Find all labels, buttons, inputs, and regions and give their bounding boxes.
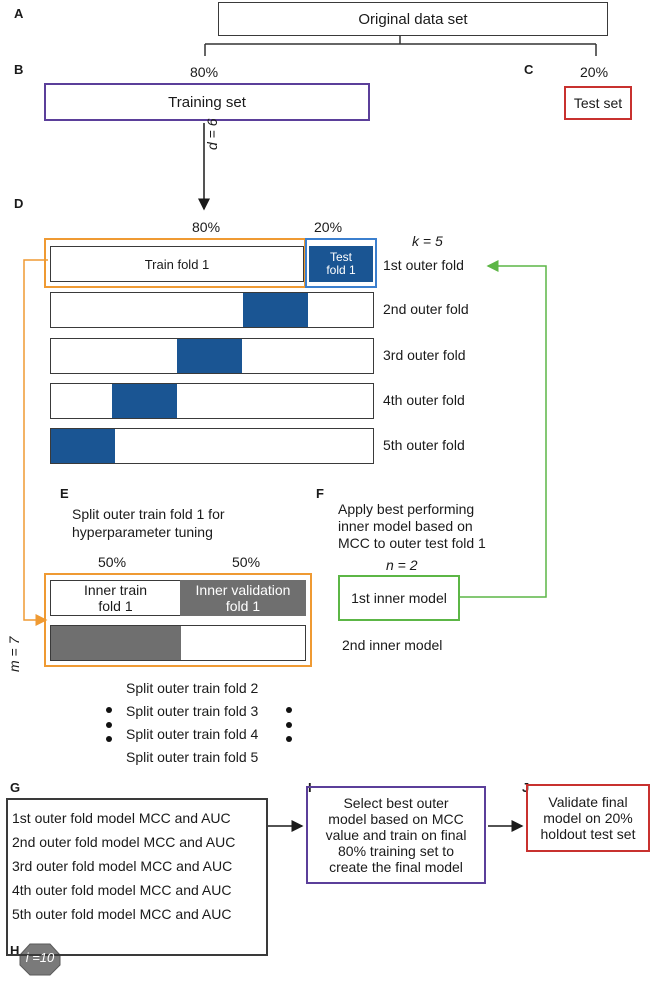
panel-label-d: D [14,196,24,211]
outer-fold-test-block-3 [177,339,242,373]
result-row: 3rd outer fold model MCC and AUC [12,858,233,874]
select-line2: model based on MCC [328,811,464,827]
select-line1: Select best outer [343,795,449,811]
panel-label-a: A [14,6,24,21]
first-inner-model-label: 1st inner model [351,590,447,606]
test-percentage: 20% [580,64,609,80]
inner-split-title-line1: Split outer train fold 1 for [72,506,225,522]
apply-line2: inner model based on [338,518,473,534]
validate-line3: holdout test set [540,826,636,842]
result-row: 2nd outer fold model MCC and AUC [12,834,236,850]
outer-fold-test-block-2 [243,293,308,327]
outer-test-percentage: 20% [314,219,343,235]
result-row: 1st outer fold model MCC and AUC [12,810,231,826]
panel-label-b: B [14,62,24,77]
split-label-5: Split outer train fold 5 [126,749,259,765]
panel-label-g: G [10,780,21,795]
training-set-box: Training set [44,83,370,121]
validate-line2: model on 20% [543,810,633,826]
outer-fold-label-1: 1st outer fold [383,257,464,273]
original-data-set-box: Original data set [218,2,608,36]
apply-line3: MCC to outer test fold 1 [338,535,486,551]
select-line3: value and train on final [325,827,467,843]
inner-to-outer-arrow [460,260,547,598]
ellipsis-dot [106,707,112,713]
ellipsis-dot [106,736,112,742]
result-row: 5th outer fold model MCC and AUC [12,906,232,922]
outer-fold-bar-4 [50,383,374,419]
ellipsis-dot [286,722,292,728]
m-loop-arrow [23,259,48,626]
split-label-3: Split outer train fold 3 [126,703,259,719]
inner-split-frame [44,573,312,667]
select-line5: create the final model [329,859,463,875]
test-set-label: Test set [573,95,623,111]
select-line4: 80% training set to [338,843,454,859]
outer-fold-bar-2 [50,292,374,328]
panel-label-j: J [522,780,530,795]
training-set-label: Training set [168,93,246,111]
iteration-label: i =10 [20,950,60,965]
ellipsis-dot [106,722,112,728]
second-inner-model-label: 2nd inner model [342,637,443,653]
inner-validation-fold-line2: fold 1 [225,598,261,614]
panel-label-h: H [10,943,20,958]
split-bracket [204,36,597,56]
inner-val-percentage: 50% [232,554,261,570]
outer-test-fold-frame [305,238,377,288]
apply-best-model-text: Apply best performing inner model based … [338,501,486,552]
inner-split-title: Split outer train fold 1 for hyperparame… [72,505,225,541]
m-parameter-label: m = 7 [6,636,22,672]
inner-validation-fold-line1: Inner validation [195,582,291,598]
d-parameter-label: d = 6 [204,118,220,150]
validate-line1: Validate final [548,794,628,810]
first-inner-model-box: 1st inner model [338,575,460,621]
inner-train-fold-line2: fold 1 [98,598,133,614]
outer-fold-label-3: 3rd outer fold [383,347,466,363]
inner-validation-fold: Inner validation fold 1 [180,580,306,616]
outer-fold-test-block-5 [51,429,115,463]
outer-fold-label-5: 5th outer fold [383,437,465,453]
k-parameter-label: k = 5 [412,233,443,249]
iteration-octagon [19,943,61,976]
validate-final-model-box: Validate final model on 20% holdout test… [526,784,650,852]
result-row: 4th outer fold model MCC and AUC [12,882,232,898]
outer-test-fold-1-line2: fold 1 [326,263,356,277]
panel-label-e: E [60,486,69,501]
results-box: 1st outer fold model MCC and AUC 2nd out… [6,798,268,956]
outer-train-fold-1: Train fold 1 [50,246,304,282]
outer-train-fold-1-label: Train fold 1 [144,256,210,272]
apply-line1: Apply best performing [338,501,475,517]
n-parameter-label: n = 2 [386,557,418,573]
test-set-box: Test set [564,86,632,120]
inner-fold-bar-2 [50,625,306,661]
ellipsis-dot [286,736,292,742]
outer-train-percentage: 80% [192,219,221,235]
outer-fold-label-2: 2nd outer fold [383,301,469,317]
inner-train-percentage: 50% [98,554,127,570]
inner-train-fold: Inner train fold 1 [50,580,180,616]
inner-split-title-line2: hyperparameter tuning [72,524,213,540]
outer-fold-bar-3 [50,338,374,374]
iteration-label-text: i =10 [25,950,55,965]
outer-fold-label-4: 4th outer fold [383,392,465,408]
ellipsis-dot [286,707,292,713]
outer-test-fold-1-line1: Test [329,250,352,264]
panel-label-f: F [316,486,324,501]
train-percentage: 80% [190,64,219,80]
outer-fold-test-block-4 [112,384,177,418]
inner-train-fold-line1: Inner train [83,582,148,598]
outer-fold-bar-5 [50,428,374,464]
outer-test-fold-1: Test fold 1 [309,246,373,282]
original-data-set-label: Original data set [358,10,468,28]
select-best-model-box: Select best outer model based on MCC val… [306,786,486,884]
inner-fold-validation-block-2 [51,626,181,660]
split-label-4: Split outer train fold 4 [126,726,259,742]
panel-label-c: C [524,62,534,77]
split-label-2: Split outer train fold 2 [126,680,259,696]
